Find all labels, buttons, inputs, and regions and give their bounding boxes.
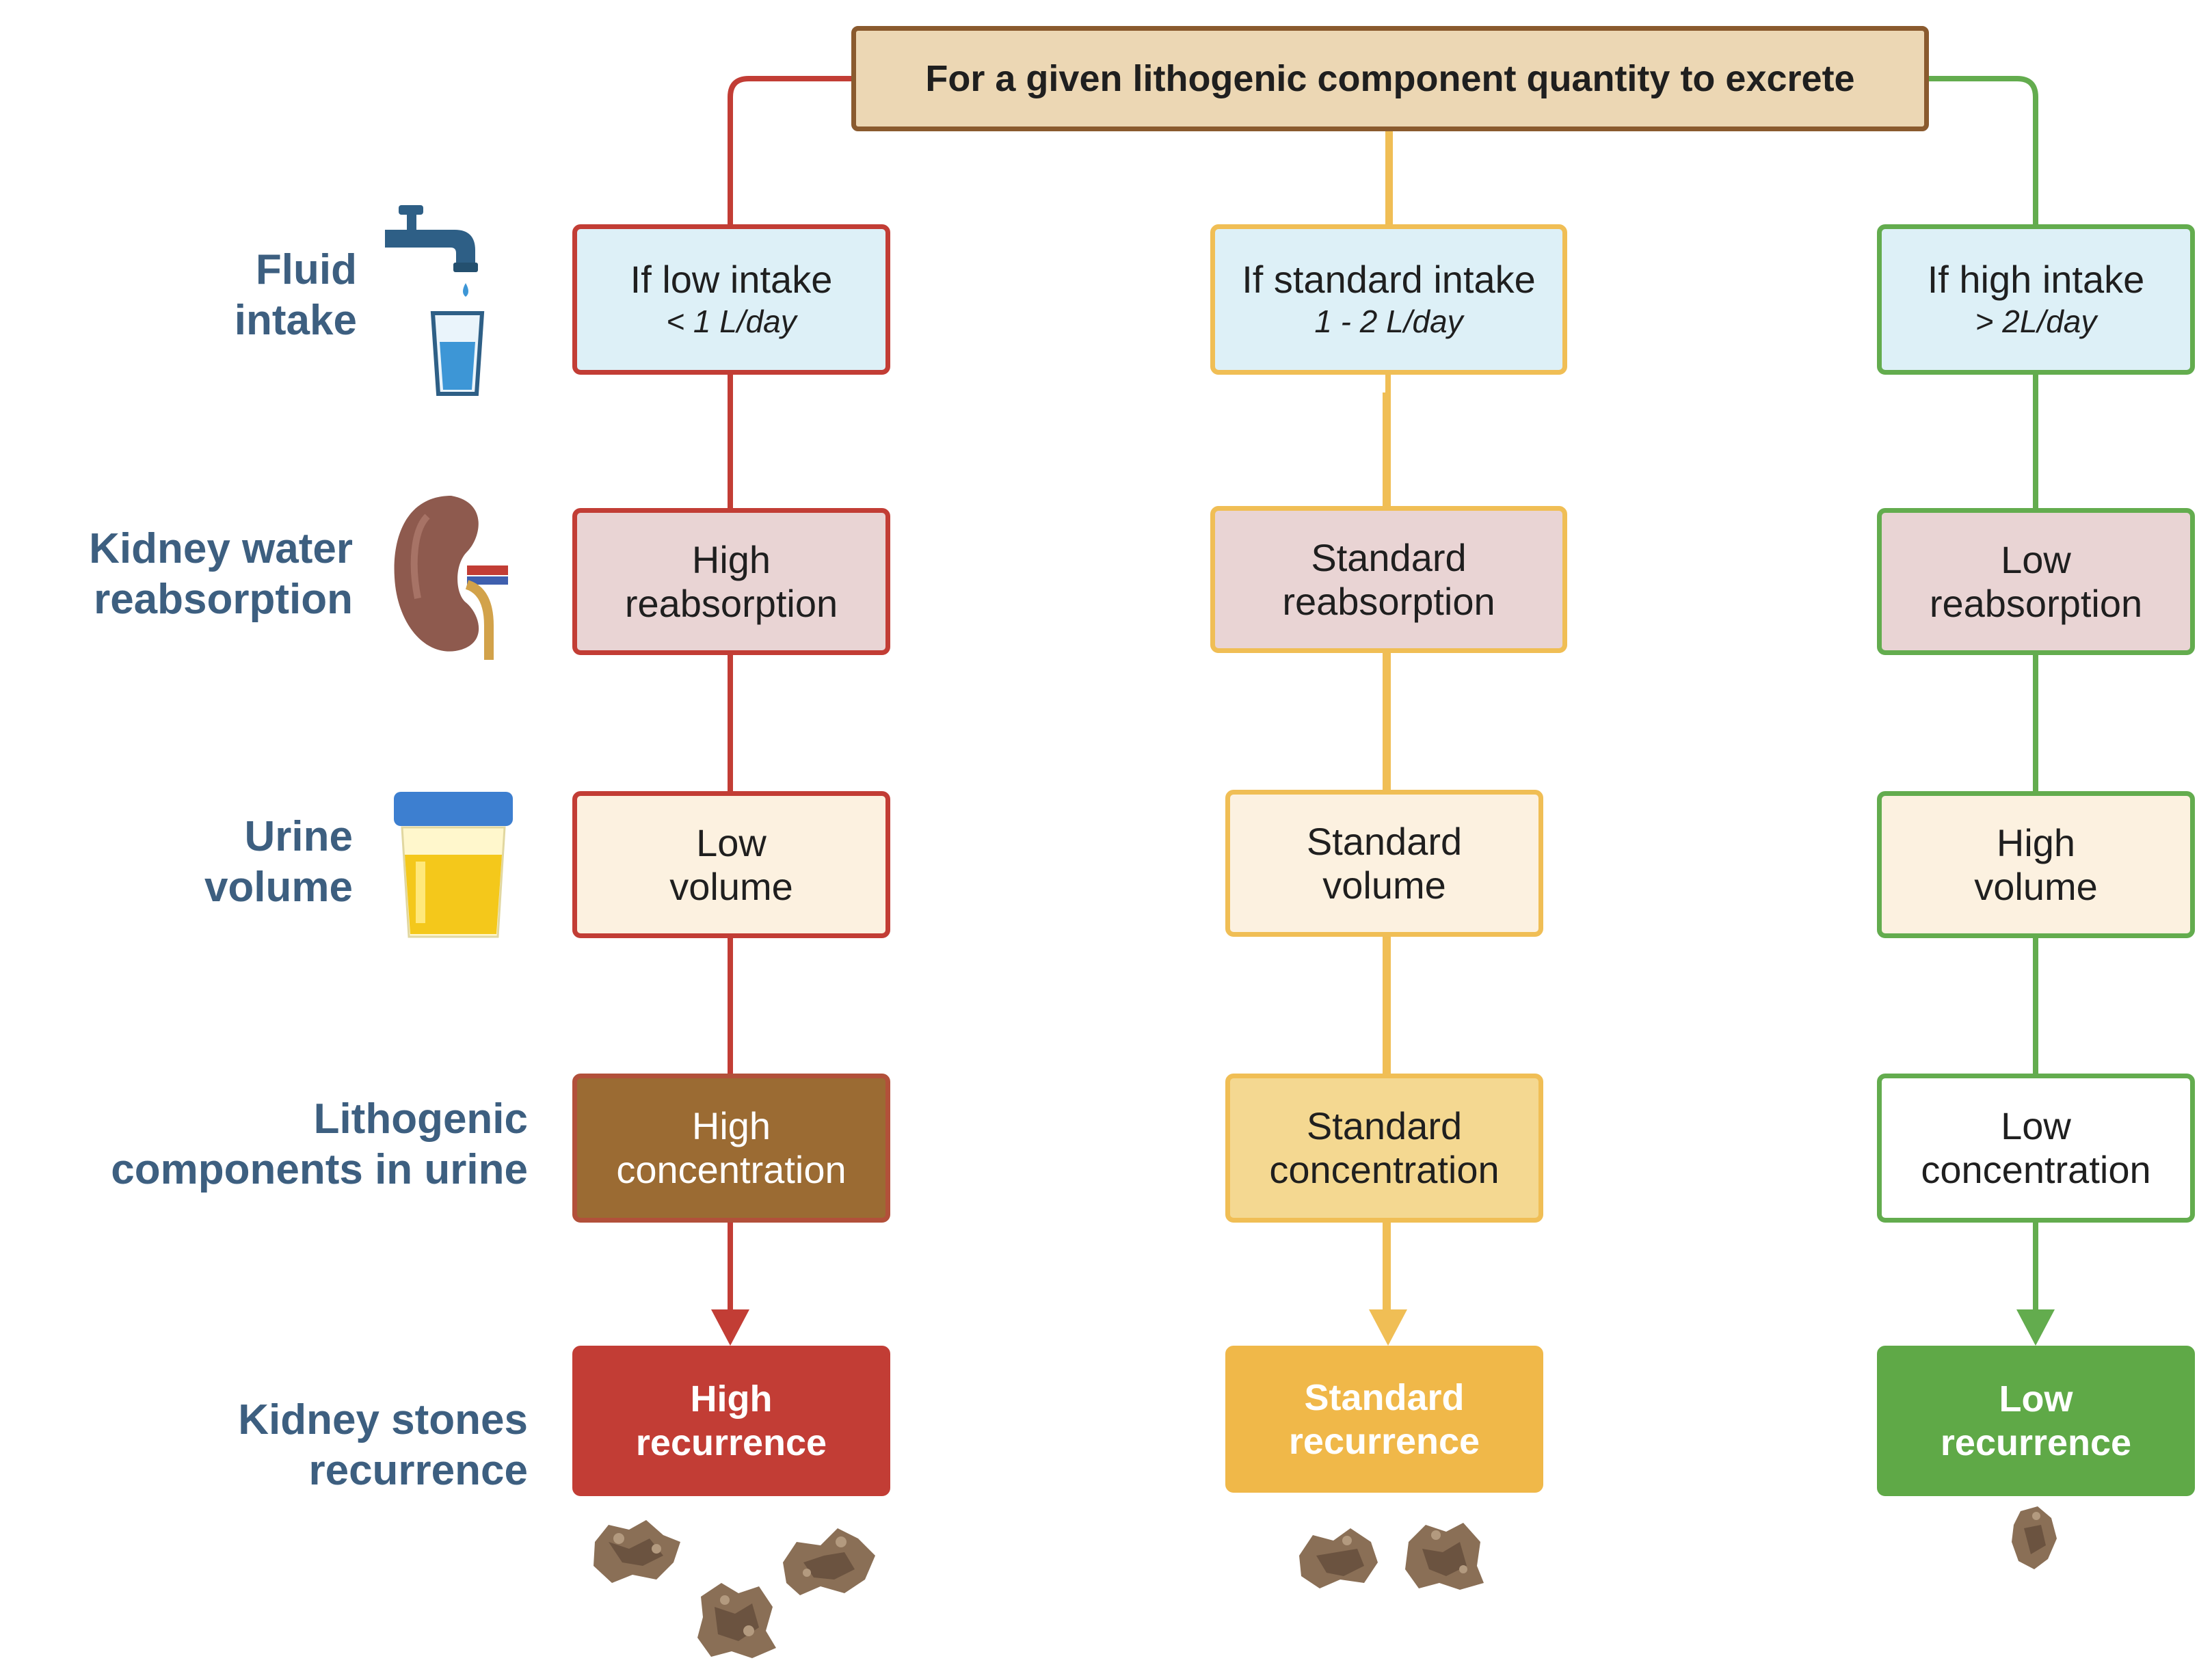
box-high-recurrence: High recurrence: [572, 1346, 890, 1496]
arrowhead-yellow: [1369, 1309, 1407, 1346]
kidney-stone-icon: [1405, 1523, 1484, 1590]
box-standard-intake: If standard intake 1 - 2 L/day: [1210, 224, 1567, 375]
title-text: For a given lithogenic component quantit…: [925, 58, 1855, 99]
label-lithogenic-components: Lithogenic components in urine: [111, 1095, 528, 1193]
box-standard-reabsorption: Standard reabsorption: [1210, 506, 1567, 653]
kidney-stone-icon: [697, 1583, 776, 1658]
label-kidney-stones-recurrence: Kidney stones recurrence: [238, 1396, 528, 1494]
kidney-icon: [394, 496, 508, 660]
box-low-intake: If low intake < 1 L/day: [572, 224, 890, 375]
label-fluid-intake: Fluid intake: [234, 246, 357, 344]
faucet-glass-icon: [385, 205, 485, 396]
label-urine-volume: Urine volume: [204, 813, 353, 911]
box-standard-recurrence: Standard recurrence: [1225, 1346, 1543, 1493]
box-high-intake: If high intake > 2L/day: [1877, 224, 2195, 375]
kidney-stone-icon: [1299, 1528, 1378, 1588]
arrowhead-red: [711, 1309, 749, 1346]
box-low-volume: Low volume: [572, 791, 890, 938]
box-standard-concentration: Standard concentration: [1225, 1074, 1543, 1223]
box-low-concentration: Low concentration: [1877, 1074, 2195, 1223]
box-high-concentration: High concentration: [572, 1074, 890, 1223]
kidney-stone-icon: [783, 1528, 875, 1595]
label-kidney-reabsorption: Kidney water reabsorption: [89, 525, 353, 623]
arrowhead-green: [2016, 1309, 2055, 1346]
box-low-recurrence: Low recurrence: [1877, 1346, 2195, 1496]
box-standard-volume: Standard volume: [1225, 790, 1543, 937]
kidney-stone-icon: [594, 1520, 680, 1583]
title-box: For a given lithogenic component quantit…: [851, 26, 1929, 131]
box-high-reabsorption: High reabsorption: [572, 508, 890, 655]
box-low-reabsorption: Low reabsorption: [1877, 508, 2195, 655]
box-high-volume: High volume: [1877, 791, 2195, 938]
connector-red: [728, 76, 851, 1323]
urine-cup-icon: [394, 792, 513, 938]
connector-green: [1929, 76, 2038, 1323]
kidney-stone-icon: [2012, 1506, 2057, 1569]
